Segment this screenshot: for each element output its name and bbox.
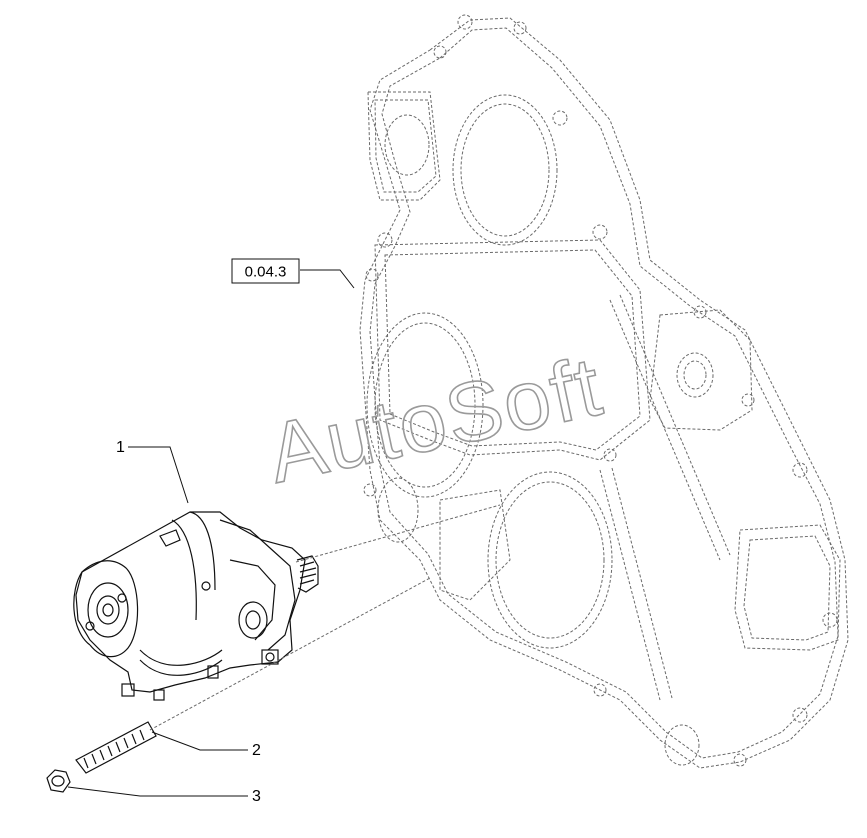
reference-label: 0.04.3 <box>245 264 287 281</box>
callout-1: 1 <box>116 439 125 456</box>
callout-2: 2 <box>252 742 261 759</box>
reference-box: 0.04.3 <box>231 258 300 284</box>
starter-motor <box>73 511 319 701</box>
leader-lines <box>67 269 355 797</box>
stud <box>75 721 157 774</box>
assembly-lines <box>149 504 501 731</box>
watermark-text: AutoSoft <box>260 338 610 500</box>
gear-housing <box>359 14 849 769</box>
callout-3: 3 <box>252 788 261 805</box>
nut <box>46 769 71 793</box>
